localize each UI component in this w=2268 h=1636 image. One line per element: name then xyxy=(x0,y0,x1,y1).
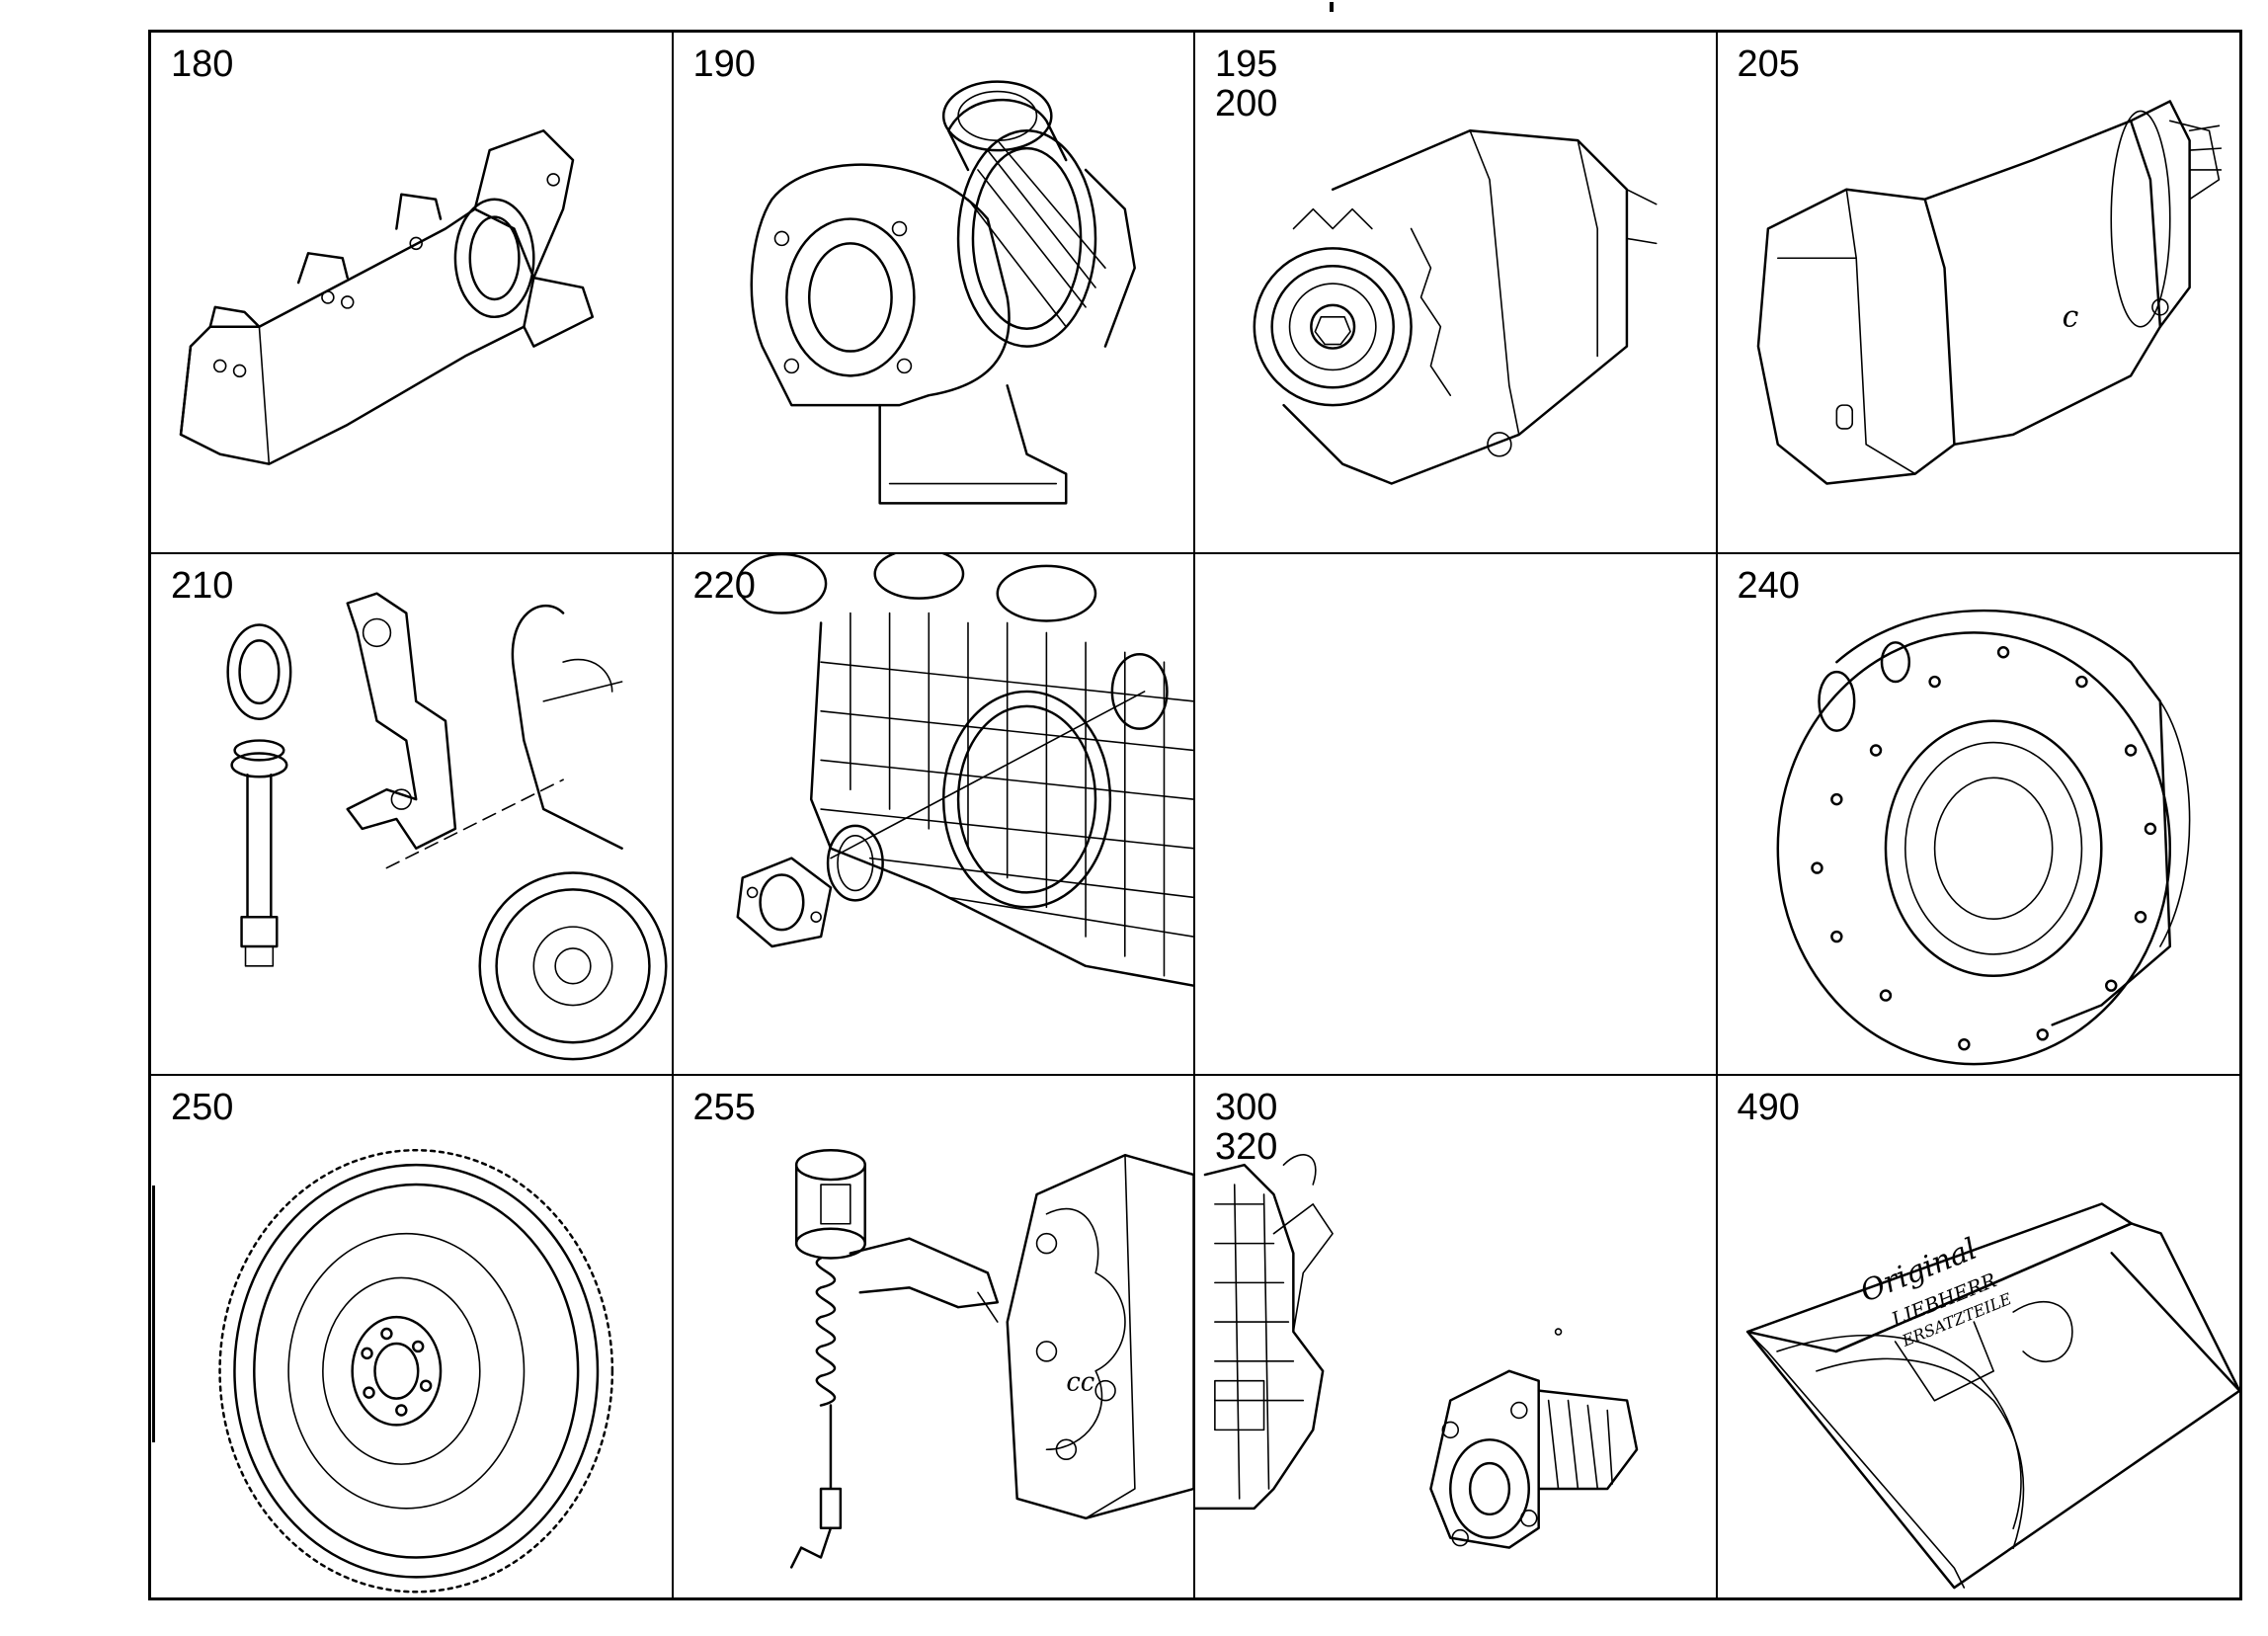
flywheel-ring-gear-icon xyxy=(218,1149,614,1594)
cell-490[interactable]: 490 Original LIEBHERR ERSATZTEILE xyxy=(1718,1076,2239,1597)
parts-diagram-grid: 180 190 xyxy=(148,30,2242,1600)
cell-240[interactable]: 240 xyxy=(1717,554,2239,1076)
cell-250[interactable]: 250 xyxy=(151,1076,674,1597)
alternator-icon xyxy=(1253,129,1658,485)
left-edge-mark xyxy=(152,1186,155,1442)
part-number-label: 240 xyxy=(1737,565,1800,607)
svg-text:c: c xyxy=(2062,300,2078,335)
starter-motor-icon: c xyxy=(1756,100,2222,485)
top-tick-mark xyxy=(1330,2,1334,12)
fuel-pump-shutoff-icon: cc xyxy=(789,1149,1193,1569)
injection-pump-icon xyxy=(1195,1154,1639,1549)
crankcase-seal-icon xyxy=(736,554,1193,987)
part-number-label: 195 200 xyxy=(1215,43,1278,124)
part-number-label: 250 xyxy=(171,1087,234,1128)
cell-empty xyxy=(1195,554,1718,1076)
part-number-label: 180 xyxy=(171,43,234,85)
cell-220[interactable]: 220 xyxy=(673,554,1195,1076)
part-number-label: 300 320 xyxy=(1215,1087,1278,1168)
lifting-eye-bracket-icon xyxy=(226,592,668,1061)
part-number-label: 255 xyxy=(692,1087,756,1128)
part-number-label: 205 xyxy=(1737,43,1800,85)
turbocharger-icon xyxy=(750,80,1136,505)
part-number-label: 210 xyxy=(171,565,234,607)
exhaust-manifold-icon xyxy=(179,129,595,465)
parts-box-icon: Original LIEBHERR ERSATZTEILE xyxy=(1745,1202,2239,1590)
cell-210[interactable]: 210 xyxy=(151,554,674,1076)
cell-300-320[interactable]: 300 320 xyxy=(1195,1076,1718,1597)
part-number-label: 190 xyxy=(692,43,756,85)
flywheel-housing-icon xyxy=(1776,609,2190,1066)
part-number-label: 490 xyxy=(1737,1087,1800,1128)
svg-text:cc: cc xyxy=(1066,1368,1094,1398)
cell-190[interactable]: 190 xyxy=(673,33,1195,554)
cell-205[interactable]: 205 c xyxy=(1717,33,2239,554)
cell-180[interactable]: 180 xyxy=(151,33,674,554)
cell-195-200[interactable]: 195 200 xyxy=(1195,33,1718,554)
cell-255[interactable]: 255 cc xyxy=(674,1076,1195,1597)
